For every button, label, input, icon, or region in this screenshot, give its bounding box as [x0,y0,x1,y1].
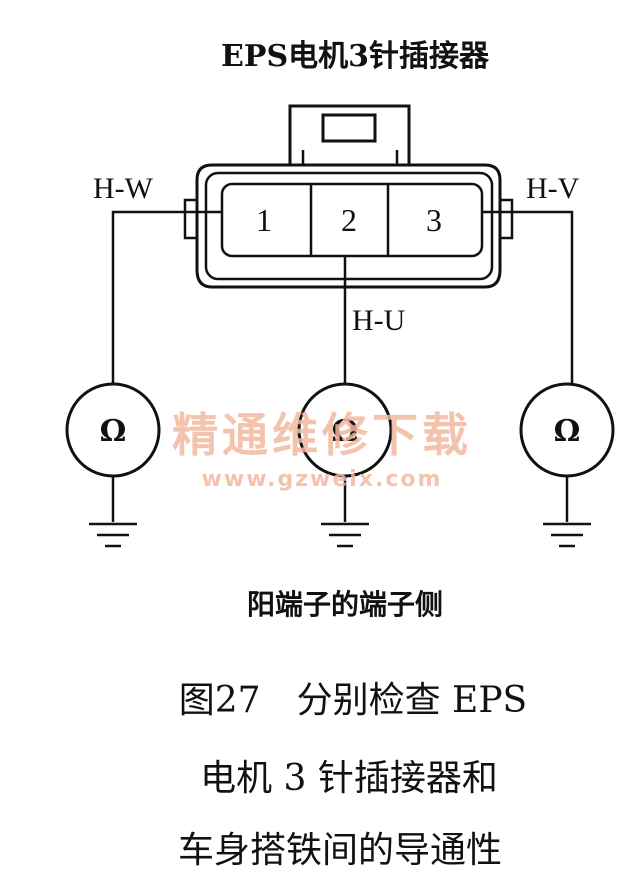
wire-label-h-w: H-W [93,172,154,205]
watermark-url: www.gzweix.com [202,467,443,492]
wires [111,210,574,384]
wire-label-h-v: H-V [526,172,580,205]
wire-label-h-u: H-U [352,304,406,337]
ohmmeter-left: Ω [65,382,161,478]
ground-symbols [89,476,591,548]
terminal-side-label: 阳端子的端子侧 [247,588,443,621]
connector-housing [183,104,514,289]
figure-caption-line-2: 电机 3 针插接器和 [200,758,498,799]
watermark-text: 精通维修下载 [172,408,472,462]
diagram-title: EPS电机3针插接器 [221,39,490,74]
figure-caption-line-3: 车身搭铁间的导通性 [178,830,502,871]
ohm-symbol-right: Ω [554,414,581,449]
wire-h-w [111,210,222,384]
pin-3-label: 3 [426,202,442,238]
pin-1-label: 1 [256,202,272,238]
figure-caption-line-1: 图27 分别检查 EPS [179,680,527,721]
wire-h-v [482,210,574,384]
pin-2-label: 2 [341,202,357,238]
ohm-symbol-left: Ω [100,414,127,449]
ohm-symbol-middle: Ω [332,414,359,449]
ohmmeter-right: Ω [519,382,615,478]
